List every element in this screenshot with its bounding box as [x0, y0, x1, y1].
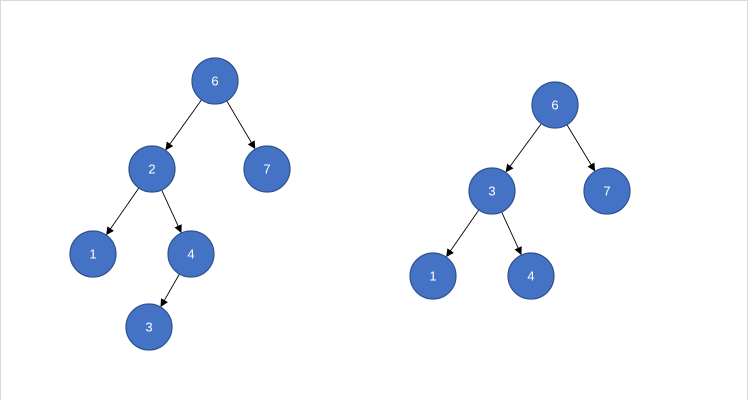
tree-node: 6 — [531, 81, 579, 129]
edge-arrow — [161, 189, 182, 234]
node-label: 1 — [429, 269, 436, 284]
edge-arrow — [505, 123, 542, 173]
node-circle — [128, 145, 176, 193]
node-label: 6 — [551, 98, 558, 113]
tree-node: 1 — [409, 252, 457, 300]
node-label: 7 — [603, 184, 610, 199]
edge-arrow — [501, 211, 522, 256]
edge-arrow — [226, 100, 256, 150]
node-label: 3 — [145, 320, 152, 335]
tree-node: 6 — [191, 57, 239, 105]
tree-node: 7 — [243, 145, 291, 193]
node-circle — [409, 252, 457, 300]
node-label: 4 — [187, 247, 194, 262]
tree-node: 2 — [128, 145, 176, 193]
node-label: 4 — [527, 269, 534, 284]
edge-arrow — [165, 99, 202, 151]
nodes-layer: 6 2 7 1 4 3 6 3 7 1 4 — [69, 57, 631, 351]
node-label: 6 — [211, 74, 218, 89]
node-circle — [507, 252, 555, 300]
node-label: 2 — [148, 162, 155, 177]
edge-arrow — [566, 124, 596, 172]
tree-node: 1 — [69, 230, 117, 278]
tree-node: 7 — [583, 167, 631, 215]
node-circle — [583, 167, 631, 215]
node-circle — [468, 167, 516, 215]
tree-node: 3 — [125, 303, 173, 351]
node-circle — [69, 230, 117, 278]
edge-arrow — [160, 273, 180, 308]
tree-node: 3 — [468, 167, 516, 215]
tree-node: 4 — [167, 230, 215, 278]
node-label: 1 — [89, 247, 96, 262]
node-label: 3 — [488, 184, 495, 199]
node-circle — [167, 230, 215, 278]
node-circle — [125, 303, 173, 351]
node-circle — [531, 81, 579, 129]
node-circle — [191, 57, 239, 105]
edge-arrow — [446, 209, 480, 258]
edges-layer — [106, 99, 596, 308]
node-label: 7 — [263, 162, 270, 177]
edge-arrow — [106, 187, 140, 236]
tree-node: 4 — [507, 252, 555, 300]
node-circle — [243, 145, 291, 193]
